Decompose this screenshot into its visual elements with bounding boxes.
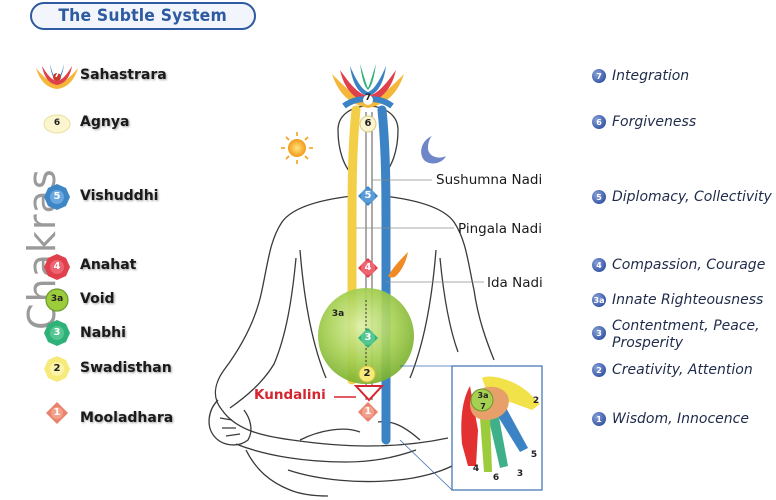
body-num-2: 2: [363, 368, 371, 379]
chakra-num-5: 5: [53, 191, 61, 202]
quality-text: Integration: [612, 68, 690, 84]
pingala-channel: [347, 105, 361, 385]
chakra-name-swadisthan: Swadisthan: [80, 360, 172, 376]
anahat-icon: [44, 254, 70, 280]
label-kundalini: Kundalini: [254, 387, 326, 403]
sahastrara-icon: [36, 64, 78, 89]
agnya-icon: [43, 114, 71, 134]
quality-text-line-1: Contentment, Peace,: [612, 318, 760, 334]
quality-num-badge: 3: [592, 326, 606, 340]
page-title: The Subtle System: [58, 6, 228, 26]
body-num-4: 4: [364, 262, 372, 273]
hand-finger-4: 4: [472, 464, 480, 474]
body-num-3a: 3a: [331, 309, 345, 319]
quality-text: Diplomacy, Collectivity: [612, 189, 772, 205]
ida-channel: [377, 105, 391, 445]
hand-finger-2: 2: [532, 396, 540, 406]
hand-finger-3: 3: [516, 469, 524, 479]
label-ida-nadi: Ida Nadi: [487, 275, 543, 291]
chakra-num-3: 3: [53, 327, 61, 338]
hand-num-3a: 3a: [477, 391, 489, 400]
quality-7: 7 Integration: [592, 68, 689, 85]
swadisthan-icon: [44, 356, 70, 382]
chakra-name-nabhi: Nabhi: [80, 325, 126, 341]
body-num-6: 6: [364, 118, 372, 129]
kundalini-triangle: [353, 385, 385, 402]
quality-text: Creativity, Attention: [612, 362, 753, 378]
chakra-name-anahat: Anahat: [80, 257, 137, 273]
body-num-3: 3: [364, 332, 372, 343]
chakra-name-mooladhara: Mooladhara: [80, 410, 174, 426]
chakra-name-agnya: Agnya: [80, 114, 130, 130]
body-num-7: 7: [364, 93, 372, 103]
body-num-1: 1: [364, 406, 372, 417]
vishuddhi-icon: [44, 184, 70, 210]
hand-num-7: 7: [480, 402, 486, 411]
quality-3a: 3a Innate Righteousness: [592, 292, 763, 309]
quality-text-line-2: Prosperity: [612, 335, 683, 351]
quality-num-badge: 3a: [592, 293, 606, 307]
quality-3: 3 Contentment, Peace, Prosperity: [592, 318, 760, 352]
body-chakra-badges: [358, 115, 378, 422]
quality-4: 4 Compassion, Courage: [592, 257, 765, 274]
chakra-num-7: 7: [53, 70, 61, 80]
quality-num-badge: 6: [592, 115, 606, 129]
quality-text: Innate Righteousness: [612, 292, 764, 308]
nabhi-icon: [44, 320, 70, 346]
quality-2: 2 Creativity, Attention: [592, 362, 753, 379]
chakra-name-sahastrara: Sahastrara: [80, 67, 167, 83]
chakra-num-1: 1: [53, 407, 61, 418]
body-outline: [208, 105, 495, 497]
chakra-num-2: 2: [53, 363, 61, 374]
quality-num-badge: 4: [592, 258, 606, 272]
quality-1: 1 Wisdom, Innocence: [592, 411, 749, 428]
void-icon: [45, 288, 69, 312]
chakra-num-4: 4: [53, 261, 61, 272]
hand-finger-1: 1: [463, 380, 471, 390]
mooladhara-icon: [46, 402, 68, 424]
label-pingala-nadi: Pingala Nadi: [458, 221, 542, 237]
quality-num-badge: 2: [592, 363, 606, 377]
quality-num-badge: 7: [592, 69, 606, 83]
chakra-icons-column: [36, 64, 78, 424]
moon-icon: [421, 136, 446, 164]
quality-num-badge: 5: [592, 190, 606, 204]
quality-text: Wisdom, Innocence: [612, 411, 749, 427]
body-num-5: 5: [364, 190, 372, 201]
quality-text: Forgiveness: [612, 114, 697, 130]
title-banner: The Subtle System: [30, 2, 256, 30]
quality-6: 6 Forgiveness: [592, 114, 696, 131]
hand-diagram: [461, 376, 540, 472]
hand-finger-6: 6: [492, 473, 500, 483]
quality-text: Compassion, Courage: [612, 257, 766, 273]
chakra-name-vishuddhi: Vishuddhi: [80, 188, 159, 204]
flame-icon: [388, 252, 408, 278]
label-sushumna-nadi: Sushumna Nadi: [436, 172, 543, 188]
quality-text: Contentment, Peace, Prosperity: [612, 318, 760, 352]
sun-icon: [281, 132, 313, 164]
sahastrara-lotus: [332, 64, 404, 109]
chakra-num-3a: 3a: [50, 294, 64, 304]
hand-finger-5: 5: [530, 450, 538, 460]
quality-num-badge: 1: [592, 412, 606, 426]
chakra-num-6: 6: [53, 118, 61, 128]
chakra-name-void: Void: [80, 291, 115, 307]
quality-5: 5 Diplomacy, Collectivity: [592, 189, 772, 206]
